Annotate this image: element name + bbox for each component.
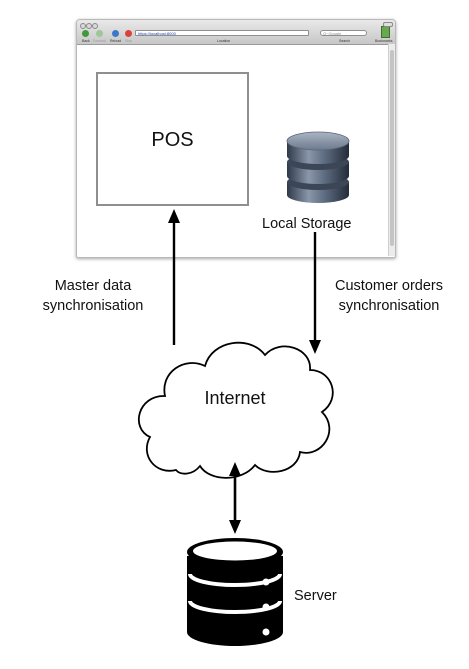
- back-button-label: Back: [82, 39, 90, 43]
- pos-node: POS: [96, 72, 249, 206]
- reload-icon[interactable]: [112, 30, 119, 37]
- search-label: Search: [339, 39, 351, 43]
- pos-label: POS: [151, 129, 194, 151]
- stop-icon[interactable]: [125, 30, 132, 37]
- database-icon: [286, 131, 350, 203]
- bookmarks-label: Bookmarks: [375, 39, 393, 43]
- cloud-icon: [137, 341, 334, 479]
- toolbar-toggle-icon[interactable]: [383, 22, 393, 27]
- master-data-label-line1: Master data: [54, 278, 132, 294]
- forward-icon[interactable]: [96, 30, 103, 37]
- search-input[interactable]: Q~Google: [320, 30, 367, 36]
- stop-button-label: Stop: [125, 39, 133, 43]
- minimize-window-icon[interactable]: [86, 23, 92, 29]
- customer-orders-arrow: [309, 232, 321, 354]
- internet-server-arrow: [229, 462, 241, 534]
- browser-toolbar: Back Forward Reload Stop https://localho…: [77, 20, 395, 45]
- master-data-arrow: [168, 209, 180, 345]
- vertical-scrollbar[interactable]: [388, 44, 395, 256]
- customer-orders-label-line2: synchronisation: [338, 298, 440, 314]
- scrollbar-thumb[interactable]: [390, 50, 394, 246]
- zoom-window-icon[interactable]: [92, 23, 98, 29]
- location-label: Location: [217, 39, 231, 43]
- local-storage-label: Local Storage: [262, 216, 352, 232]
- reload-button-label: Reload: [110, 39, 122, 43]
- server-icon: [187, 538, 283, 646]
- close-window-icon[interactable]: [80, 23, 86, 29]
- url-input[interactable]: https://localhost:8000: [135, 30, 309, 36]
- master-data-label-line2: synchronisation: [42, 298, 144, 314]
- server-label: Server: [294, 588, 337, 604]
- customer-orders-label-line1: Customer orders: [335, 278, 443, 294]
- internet-label: Internet: [204, 388, 266, 408]
- back-icon[interactable]: [82, 30, 89, 37]
- forward-button-label: Forward: [93, 39, 106, 43]
